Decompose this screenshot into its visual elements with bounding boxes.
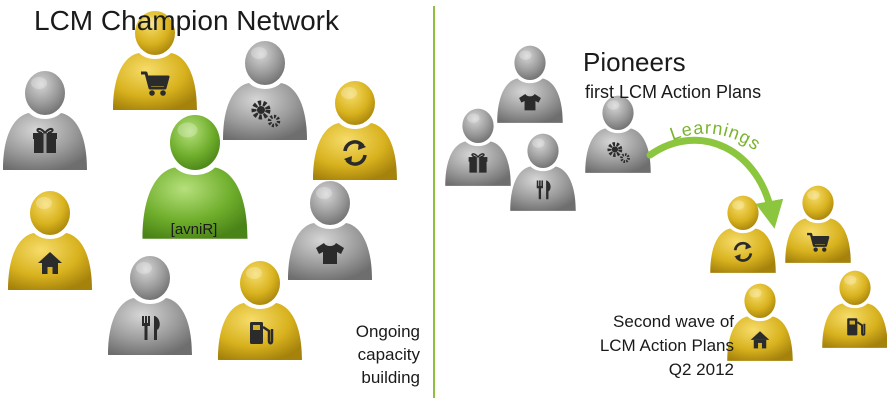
- gift-icon: [468, 153, 488, 173]
- cart-icon: [807, 232, 830, 252]
- person-shirt-gray-small: [497, 45, 563, 123]
- person-cutlery-gray-small: [510, 133, 576, 211]
- page-title: LCM Champion Network: [34, 5, 339, 36]
- person-cutlery-gray: [108, 256, 192, 355]
- recycle-icon: [733, 241, 753, 262]
- person-home-gold: [8, 191, 92, 290]
- ongoing-capacity-text: Ongoing capacity building: [300, 320, 420, 389]
- shirt-icon: [316, 243, 344, 264]
- person-fuel-gold: [218, 261, 302, 360]
- home-icon: [750, 331, 770, 349]
- learnings-arrow: [646, 136, 784, 229]
- fuel-icon: [250, 322, 274, 345]
- fuel-icon: [847, 318, 866, 336]
- center-label: [avniR]: [171, 221, 218, 238]
- person-gears-gray: [223, 41, 307, 140]
- person-recycle-gold: [313, 81, 397, 180]
- person-center-green: [142, 115, 248, 239]
- person-home-gold-small: [727, 283, 793, 361]
- cutlery-icon: [142, 316, 160, 340]
- cart-icon: [141, 71, 170, 96]
- shirt-icon: [519, 94, 541, 111]
- person-gift-gray: [3, 71, 87, 170]
- pioneers-subtitle: first LCM Action Plans: [585, 82, 762, 102]
- ongoing-line-1: Ongoing: [355, 322, 420, 341]
- person-cart-gold-small: [785, 185, 851, 263]
- cutlery-icon: [536, 180, 551, 200]
- second-wave-text: Second wave of LCM Action Plans Q2 2012: [520, 310, 734, 382]
- person-cart-gold: [113, 11, 197, 110]
- recycle-icon: [343, 140, 367, 166]
- gears-icon: [251, 100, 281, 128]
- person-gift-gray-small: [445, 108, 511, 186]
- ongoing-line-3: building: [361, 368, 420, 387]
- home-icon: [38, 252, 62, 274]
- pioneers-title: Pioneers: [583, 47, 686, 77]
- ongoing-line-2: capacity: [357, 345, 420, 364]
- gift-icon: [33, 127, 57, 153]
- second-wave-line-3: Q2 2012: [668, 360, 734, 379]
- person-shirt-gray: [288, 181, 372, 280]
- gears-icon: [607, 142, 630, 163]
- second-wave-line-1: Second wave of: [613, 312, 734, 331]
- second-wave-line-2: LCM Action Plans: [599, 336, 734, 355]
- person-recycle-gold-small: [710, 195, 776, 273]
- person-fuel-gold-small: [822, 270, 887, 348]
- section-divider: [433, 6, 435, 398]
- person-gears-gray-small: [585, 95, 651, 173]
- learnings-label: Learnings: [667, 118, 765, 155]
